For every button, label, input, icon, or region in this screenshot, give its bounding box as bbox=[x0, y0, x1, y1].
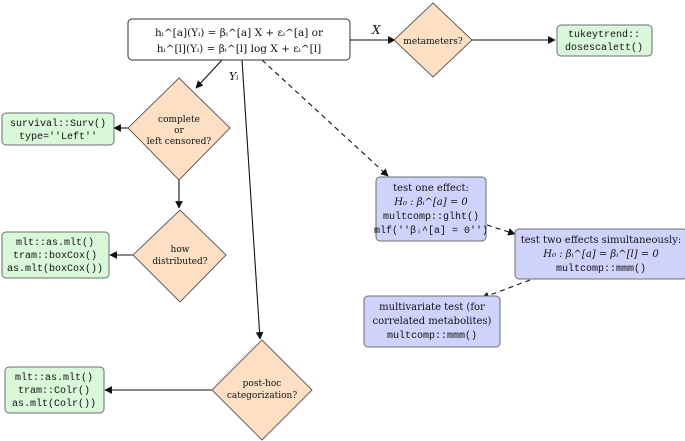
model-equation-box bbox=[127, 18, 351, 61]
svg-text:post-hoc: post-hoc bbox=[243, 379, 282, 389]
svg-text:type=''Left'': type=''Left'' bbox=[19, 131, 97, 143]
svg-text:test one effect:: test one effect: bbox=[393, 183, 469, 194]
decision-posthoc: post-hoc categorization? bbox=[211, 339, 313, 441]
svg-text:multcomp::mmm(): multcomp::mmm() bbox=[387, 330, 477, 342]
svg-text:categorization?: categorization? bbox=[227, 391, 298, 401]
svg-text:complete: complete bbox=[158, 115, 200, 125]
svg-text:left censored?: left censored? bbox=[147, 137, 212, 147]
edge-model-to-posthoc bbox=[241, 59, 264, 340]
code-box-survival: survival::Surv() type=''Left'' bbox=[1, 112, 115, 146]
svg-text:multcomp::mmm(): multcomp::mmm() bbox=[556, 263, 646, 275]
svg-text:tram::Colr(): tram::Colr() bbox=[18, 385, 90, 397]
svg-text:multivariate test (for: multivariate test (for bbox=[379, 302, 485, 313]
edge-model-to-test-one bbox=[261, 59, 389, 177]
svg-text:as.mlt(boxCox()): as.mlt(boxCox()) bbox=[7, 263, 103, 275]
svg-text:or: or bbox=[174, 126, 184, 136]
svg-text:metameters?: metameters? bbox=[403, 37, 463, 47]
model-equation-log: hᵢ^[l](Yᵢ) = βᵢ^[l] log X + εᵢ^[l] bbox=[157, 43, 321, 55]
decision-censored: complete or left censored? bbox=[127, 77, 231, 181]
test-box-one-effect: test one effect: H₀ : βᵢ^[a] = 0 multcom… bbox=[374, 176, 488, 242]
svg-text:as.mlt(Colr()): as.mlt(Colr()) bbox=[12, 398, 96, 410]
svg-text:multcomp::glht(): multcomp::glht() bbox=[383, 211, 479, 223]
edge-label-y: Yᵢ bbox=[229, 70, 238, 83]
svg-text:test two effects simultaneousl: test two effects simultaneously: bbox=[521, 235, 682, 246]
svg-text:mlt::as.mlt(): mlt::as.mlt() bbox=[16, 237, 94, 249]
edge-test-one-to-test-two bbox=[486, 224, 516, 236]
code-box-boxcox: mlt::as.mlt() tram::boxCox() as.mlt(boxC… bbox=[1, 231, 110, 279]
svg-text:H₀ : βᵢ^[a] = 0: H₀ : βᵢ^[a] = 0 bbox=[393, 197, 468, 208]
svg-text:how: how bbox=[171, 245, 190, 255]
svg-text:correlated metabolites): correlated metabolites) bbox=[373, 316, 492, 327]
svg-text:distributed?: distributed? bbox=[152, 257, 207, 267]
decision-metameters: metameters? bbox=[393, 2, 473, 78]
code-box-tukeytrend: tukeytrend:: dosescalett() bbox=[556, 24, 653, 57]
svg-text:tukeytrend::: tukeytrend:: bbox=[568, 29, 640, 41]
test-box-two-effects: test two effects simultaneously: H₀ : βᵢ… bbox=[514, 228, 685, 280]
test-box-multivariate: multivariate test (for correlated metabo… bbox=[363, 295, 501, 348]
edge-model-to-censored bbox=[195, 59, 223, 89]
code-box-colr: mlt::as.mlt() tram::Colr() as.mlt(Colr()… bbox=[4, 366, 105, 414]
svg-text:H₀ : βᵢ^[a] = βᵢ^[l] = 0: H₀ : βᵢ^[a] = βᵢ^[l] = 0 bbox=[542, 249, 659, 260]
svg-text:mlt::as.mlt(): mlt::as.mlt() bbox=[15, 372, 93, 384]
svg-text:dosescalett(): dosescalett() bbox=[565, 42, 643, 54]
model-equation-additive: hᵢ^[a](Yᵢ) = βᵢ^[a] X + εᵢ^[a] or bbox=[155, 27, 324, 39]
svg-text:survival::Surv(): survival::Surv() bbox=[10, 118, 106, 130]
edge-test-two-to-multivariate bbox=[481, 279, 531, 300]
decision-distributed: how distributed? bbox=[132, 209, 227, 303]
svg-text:tram::boxCox(): tram::boxCox() bbox=[13, 250, 97, 262]
svg-text:mlf(''βᵢ^[a] = 0''): mlf(''βᵢ^[a] = 0'') bbox=[374, 225, 488, 237]
edge-label-x: X bbox=[371, 23, 381, 37]
